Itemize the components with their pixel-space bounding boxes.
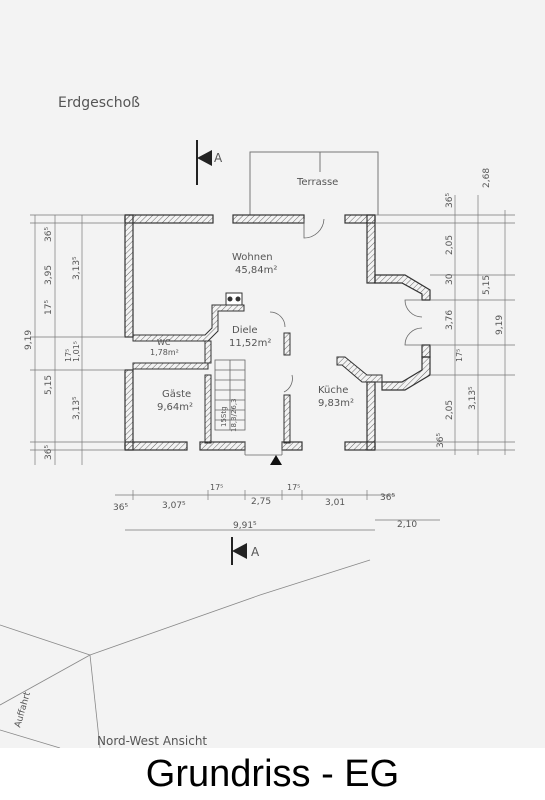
dim-left-inner-3: 17⁵ [64,349,73,362]
dimension-lines-left [30,214,125,465]
dim-left-total: 9,19 [24,330,34,350]
dim-right-col1-1: 2,05 [445,235,455,255]
dim-bottom-5: 17⁵ [287,483,300,492]
floor-plan-sheet: Erdgeschoß A A [0,0,545,748]
floor-plan-drawing: Erdgeschoß A A [0,95,515,748]
section-marker-bottom: A [231,537,260,565]
caption: Grundriss - EG [0,748,545,800]
dim-right-col1-3: 3,76 [445,310,455,330]
dimension-lines-right [375,195,515,455]
dim-bottom-4: 2,75 [251,497,271,507]
dim-left-outer-2: 3,95 [44,265,54,285]
inner-walls [132,292,383,444]
room-area-hall: 11,52m² [229,338,271,349]
dim-left-inner-2: 1,01⁵ [72,341,81,362]
elevation-label: Nord-West Ansicht [97,734,207,748]
section-label-top: A [214,151,223,165]
room-area-kitchen: 9,83m² [318,398,354,409]
dim-left-inner-4: 3,13⁵ [72,396,82,420]
room-name-terrace: Terrasse [296,177,338,188]
dim-bottom-total: 9,91⁵ [233,521,257,531]
room-area-wc: 1,78m² [150,348,179,357]
stairs-steps: 15Stg [220,406,228,427]
dim-bottom-7: 36⁵ [380,493,395,503]
site-sketch-lines [0,559,371,748]
dim-bottom-1: 36⁵ [113,503,128,513]
dim-bottom-6: 3,01 [325,498,345,508]
doors-and-windows [244,218,423,456]
dim-left-outer-5: 36⁵ [44,445,54,460]
dim-right-total: 9,19 [495,315,505,335]
dim-bottom-extra: 2,10 [397,520,417,530]
dim-left-outer-3: 17⁵ [44,300,54,315]
dim-right-col1-5: 2,05 [445,400,455,420]
dim-left-outer-1: 36⁵ [44,227,54,242]
terrace-outline [249,151,379,215]
room-area-living: 45,84m² [235,265,277,276]
staircase [214,359,246,431]
dim-right-col2-2: 3,13⁵ [468,386,478,410]
plan-title: Erdgeschoß [58,95,140,111]
outer-walls [124,214,431,451]
room-area-guest: 9,64m² [157,402,193,413]
room-name-wc: WC [157,338,171,347]
dim-right-top-2: 36⁵ [445,193,455,208]
dim-right-top-1: 2,68 [482,168,492,188]
dim-right-col1-6: 36⁵ [436,433,446,448]
dim-right-col2-1: 5,15 [482,275,492,295]
dim-bottom-3: 17⁵ [210,483,223,492]
section-marker-top: A [196,140,223,185]
entrance-arrow-icon [270,455,282,465]
dim-left-inner-1: 3,13⁵ [72,256,82,280]
stairs-ratio: 18,3/26,3 [230,398,238,432]
dimension-lines-bottom [115,490,440,531]
dim-left-outer-4: 5,15 [44,375,54,395]
room-name-living: Wohnen [232,252,273,263]
room-name-kitchen: Küche [318,385,348,396]
section-label-bottom: A [251,545,260,559]
room-name-hall: Diele [232,325,258,336]
dim-bottom-2: 3,07⁵ [162,501,186,511]
dim-right-col1-4: 17⁵ [455,349,464,362]
dim-right-col1-2: 30 [445,273,455,285]
room-name-guest: Gäste [162,389,191,400]
